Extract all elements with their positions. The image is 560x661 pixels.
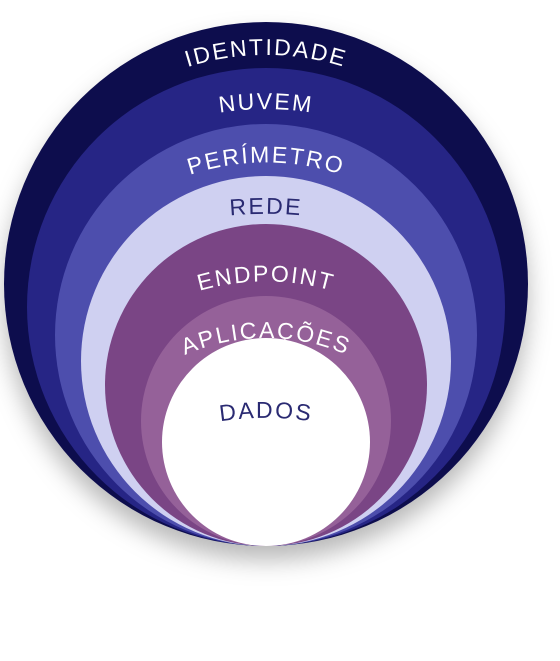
- layer-label-dados: DADOS: [218, 397, 315, 426]
- layer-label-rede: REDE: [229, 193, 304, 221]
- layer-label-nuvem: NUVEM: [217, 88, 315, 117]
- layer-circle-dados: [162, 338, 370, 546]
